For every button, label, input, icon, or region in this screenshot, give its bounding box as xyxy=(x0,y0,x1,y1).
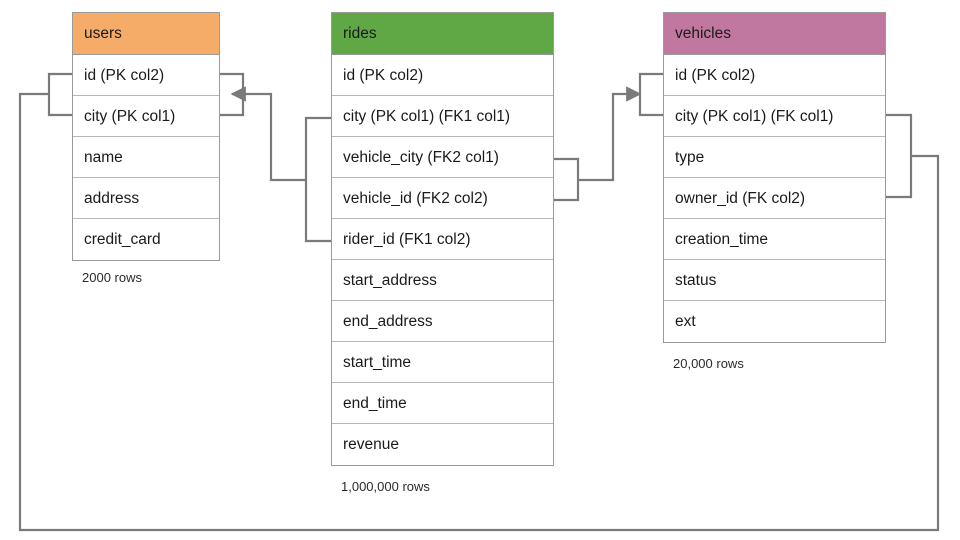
wire-rides-fk1-bracket xyxy=(304,116,331,243)
wire-users-receive-bracket xyxy=(220,72,245,117)
table-vehicles-column-owner-id[interactable]: owner_id (FK col2) xyxy=(664,178,885,219)
wire-vehicles-fk-bracket xyxy=(886,113,913,199)
table-rides-title: rides xyxy=(332,13,553,55)
table-rides-column-vehicle-city[interactable]: vehicle_city (FK2 col1) xyxy=(332,137,553,178)
table-rides-column-start-time[interactable]: start_time xyxy=(332,342,553,383)
table-vehicles-column-status[interactable]: status xyxy=(664,260,885,301)
table-vehicles-column-id[interactable]: id (PK col2) xyxy=(664,55,885,96)
table-users[interactable]: users id (PK col2) city (PK col1) name a… xyxy=(72,12,220,261)
table-users-title: users xyxy=(73,13,219,55)
table-rides-column-city[interactable]: city (PK col1) (FK1 col1) xyxy=(332,96,553,137)
table-rides-column-vehicle-id[interactable]: vehicle_id (FK2 col2) xyxy=(332,178,553,219)
table-users-column-id[interactable]: id (PK col2) xyxy=(73,55,219,96)
wire-vehicles-pk-bracket xyxy=(638,72,663,117)
wire-rides-fk2-bracket xyxy=(554,157,580,202)
table-rides-column-id[interactable]: id (PK col2) xyxy=(332,55,553,96)
table-users-column-city[interactable]: city (PK col1) xyxy=(73,96,219,137)
table-rides-column-end-address[interactable]: end_address xyxy=(332,301,553,342)
table-rides-column-revenue[interactable]: revenue xyxy=(332,424,553,465)
table-rides-column-start-address[interactable]: start_address xyxy=(332,260,553,301)
table-users-row-count: 2000 rows xyxy=(82,270,142,285)
table-rides-column-rider-id[interactable]: rider_id (FK1 col2) xyxy=(332,219,553,260)
table-vehicles[interactable]: vehicles id (PK col2) city (PK col1) (FK… xyxy=(663,12,886,343)
table-users-column-name[interactable]: name xyxy=(73,137,219,178)
table-vehicles-column-type[interactable]: type xyxy=(664,137,885,178)
table-rides-row-count: 1,000,000 rows xyxy=(341,479,430,494)
table-vehicles-row-count: 20,000 rows xyxy=(673,356,744,371)
table-vehicles-column-creation-time[interactable]: creation_time xyxy=(664,219,885,260)
table-vehicles-column-city[interactable]: city (PK col1) (FK col1) xyxy=(664,96,885,137)
table-rides-column-end-time[interactable]: end_time xyxy=(332,383,553,424)
table-users-column-address[interactable]: address xyxy=(73,178,219,219)
wire-users-pk-bracket xyxy=(47,72,72,117)
table-rides[interactable]: rides id (PK col2) city (PK col1) (FK1 c… xyxy=(331,12,554,466)
table-users-column-credit-card[interactable]: credit_card xyxy=(73,219,219,260)
wire-rides-fk2-to-vehicles xyxy=(578,86,642,182)
wire-rides-fk1-to-users xyxy=(230,86,306,182)
table-vehicles-column-ext[interactable]: ext xyxy=(664,301,885,342)
table-vehicles-title: vehicles xyxy=(664,13,885,55)
